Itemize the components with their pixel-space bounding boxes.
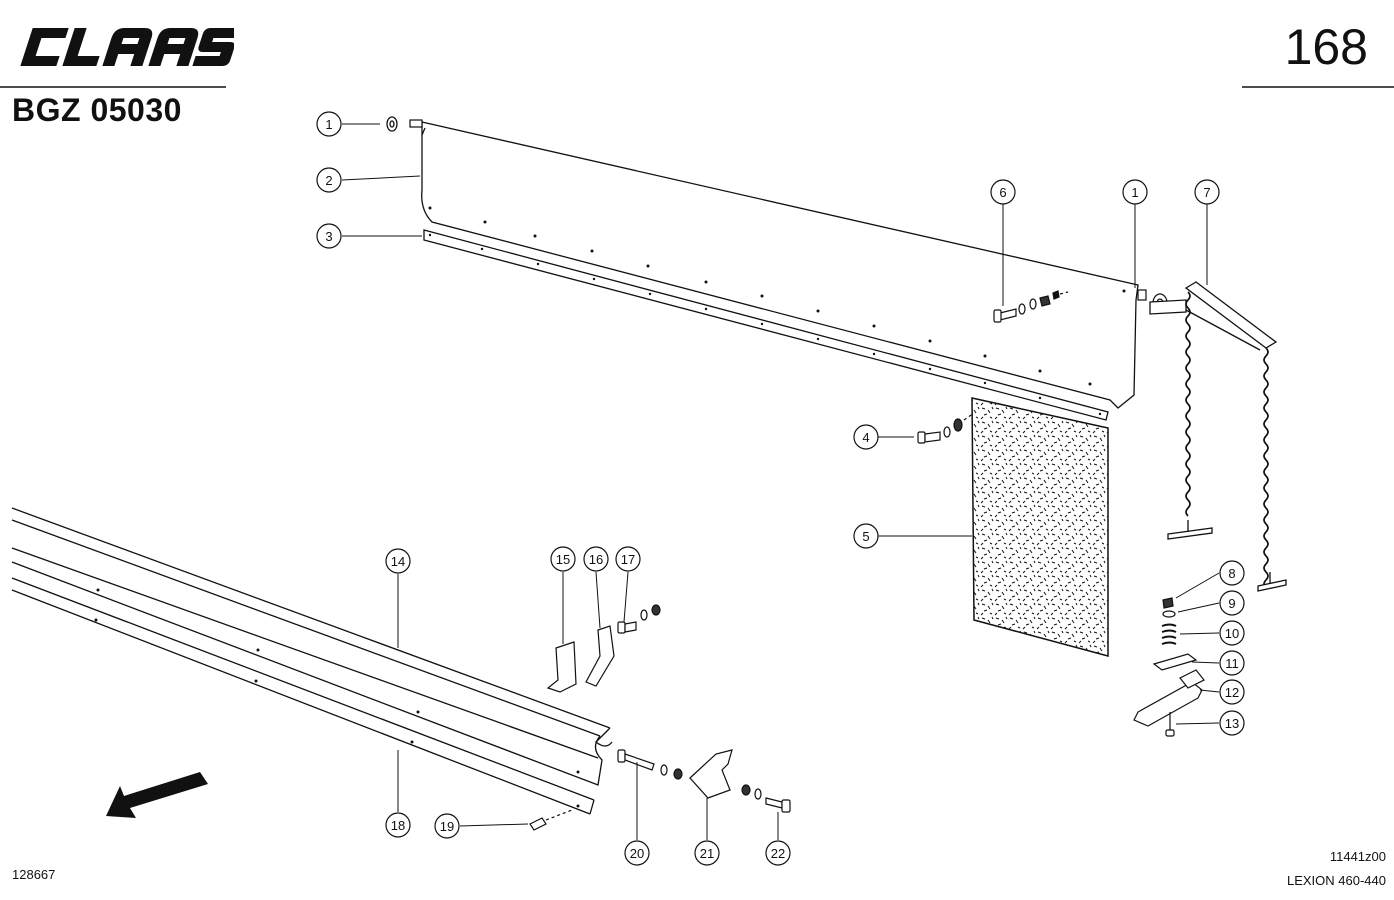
callout-16: 16: [583, 546, 609, 572]
bracket-part-21: [689, 749, 733, 799]
strip-part-3: [423, 229, 1109, 421]
callout-label: 6: [999, 185, 1006, 200]
bolt-part-6: [993, 290, 1069, 323]
callout-label: 1: [325, 117, 332, 132]
callout-5: 5: [853, 523, 879, 549]
leader-lines: [341, 123, 1220, 840]
callout-7: 7: [1194, 179, 1220, 205]
footer-left-code: 128667: [12, 867, 56, 882]
callout-1-left: 1: [316, 111, 342, 137]
rivet-part-19: [529, 809, 573, 831]
bracket-part-12: [1133, 681, 1203, 727]
callout-13: 13: [1219, 710, 1245, 736]
callout-label: 17: [621, 552, 635, 567]
callout-label: 10: [1225, 626, 1239, 641]
callout-12: 12: [1219, 679, 1245, 705]
bolt-part-20: [617, 749, 683, 780]
document-code: BGZ 05030: [12, 92, 182, 128]
callout-18: 18: [385, 812, 411, 838]
callout-label: 2: [325, 173, 332, 188]
callout-label: 15: [556, 552, 570, 567]
panel-pin-left: [409, 119, 423, 128]
callout-label: 7: [1203, 185, 1210, 200]
callout-label: 1: [1131, 185, 1138, 200]
callout-20: 20: [624, 840, 650, 866]
callout-22: 22: [765, 840, 791, 866]
callout-10: 10: [1219, 620, 1245, 646]
plate-part-11: [1152, 653, 1198, 671]
rubber-flap-part-5: [971, 397, 1109, 657]
callout-label: 11: [1225, 656, 1239, 671]
callout-label: 18: [391, 818, 405, 833]
panel-holes: [428, 206, 1126, 386]
callout-label: 3: [325, 229, 332, 244]
callout-15: 15: [550, 546, 576, 572]
callout-2: 2: [316, 167, 342, 193]
claas-logo: [20, 28, 234, 66]
callout-label: 21: [700, 846, 714, 861]
callout-21: 21: [694, 840, 720, 866]
callout-17: 17: [615, 546, 641, 572]
callout-label: 20: [630, 846, 644, 861]
angle-bracket-part-16: [585, 625, 615, 687]
callout-label: 16: [589, 552, 603, 567]
bolt-part-17: [617, 604, 661, 634]
callout-1-right: 1: [1122, 179, 1148, 205]
profile-part-18: [11, 577, 595, 815]
profile-part-14: [11, 507, 613, 786]
direction-arrow: [106, 772, 208, 818]
profile-holes: [94, 588, 580, 808]
washer-part-1-left: [386, 116, 398, 132]
callout-14: 14: [385, 548, 411, 574]
washer-part-9: [1162, 610, 1176, 618]
callout-label: 19: [440, 819, 454, 834]
callout-6: 6: [990, 179, 1016, 205]
chain-assembly-part-7: [1149, 281, 1287, 592]
callout-label: 4: [862, 430, 869, 445]
footer-model: LEXION 460-440: [1286, 873, 1386, 888]
callout-4: 4: [853, 424, 879, 450]
callout-label: 14: [391, 554, 405, 569]
callout-19: 19: [434, 813, 460, 839]
callout-label: 12: [1225, 685, 1239, 700]
hardware-stack-8-13: [1133, 597, 1205, 737]
bolt-part-13: [1165, 712, 1175, 737]
panel-part-2: [421, 121, 1139, 409]
callout-label: 13: [1225, 716, 1239, 731]
angle-bracket-part-15: [546, 641, 577, 693]
bolt-part-22: [741, 784, 791, 813]
spring-part-10: [1161, 623, 1177, 645]
nut-part-8: [1162, 597, 1174, 609]
callout-label: 5: [862, 529, 869, 544]
callout-11: 11: [1219, 650, 1245, 676]
callout-label: 9: [1228, 596, 1235, 611]
callout-8: 8: [1219, 560, 1245, 586]
footer-ref-code: 11441z00: [1329, 849, 1386, 864]
callout-9: 9: [1219, 590, 1245, 616]
callout-label: 22: [771, 846, 785, 861]
callout-3: 3: [316, 223, 342, 249]
callout-label: 8: [1228, 566, 1235, 581]
page-number: 168: [1284, 19, 1368, 75]
